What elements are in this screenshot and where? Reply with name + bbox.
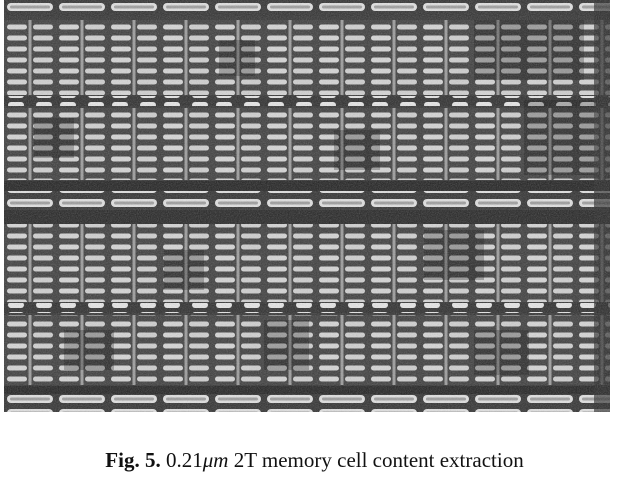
figure-caption: Fig. 5. 0.21μm 2T memory cell content ex…: [0, 446, 629, 474]
caption-text: 2T memory cell content extraction: [233, 448, 524, 472]
caption-value: 0.21: [165, 448, 203, 472]
sem-micrograph-image: [4, 0, 610, 412]
figure-label: Fig. 5.: [105, 448, 161, 472]
caption-unit: μm: [202, 448, 229, 472]
